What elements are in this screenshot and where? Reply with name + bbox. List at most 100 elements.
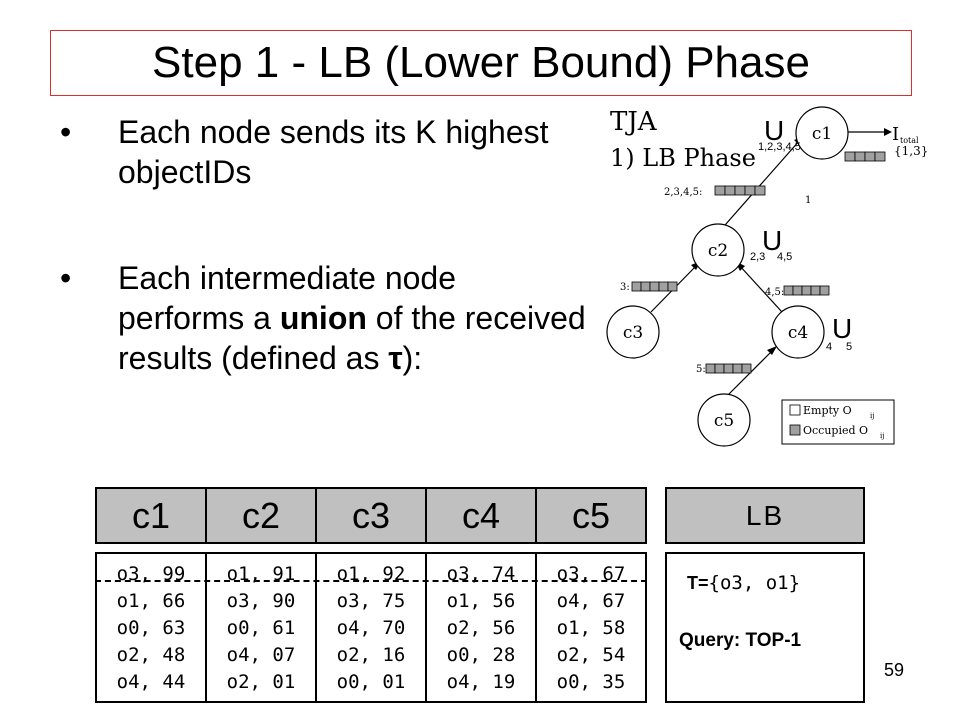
union-sub-c2a: 2,3: [750, 251, 765, 263]
node-c5-circle: [697, 393, 751, 447]
column-c1: o3, 99 o1, 66 o0, 63 o2, 48 o4, 44: [97, 554, 207, 701]
union-sub-c4b: 5: [846, 341, 852, 353]
msg-label-from-c4: 4,5:: [765, 287, 784, 298]
msg-label-to-c1: 2,3,4,5:: [664, 187, 702, 198]
legend-occupied-swatch: [789, 424, 801, 436]
edge-c4-c2: [738, 264, 783, 313]
table-cell: o0, 61: [226, 616, 296, 639]
message-boxes: [631, 151, 886, 374]
lb-header: LB: [665, 487, 865, 544]
diagram-nodes: [606, 106, 849, 447]
union-symbol-c1: U: [764, 115, 784, 146]
bullet-item-1: • Each node sends its K highest objectID…: [60, 112, 600, 192]
node-c3-circle: [606, 305, 660, 359]
node-c4-label: c4: [788, 323, 808, 343]
table-cell: o3, 90: [226, 589, 296, 612]
bullet-item-2: • Each intermediate node performs a unio…: [60, 258, 600, 378]
edge-label: 1: [805, 195, 811, 206]
union-sub-c4a: 4: [826, 341, 832, 353]
query-label: Query: TOP-1: [679, 630, 802, 651]
tja-diagram: TJA 1) LB Phase c1 c2 c3 c4 c5 U 1,2,3,4…: [606, 106, 928, 447]
diagram-legend: Empty O ij Occupied O ij: [781, 399, 895, 445]
node-data-table: o3, 99 o1, 66 o0, 63 o2, 48 o4, 44 o1, 9…: [95, 552, 647, 703]
tau-value: {o3, o1}: [708, 572, 801, 594]
legend-occupied-label: Occupied O: [803, 424, 868, 437]
msg-label-from-c5: 5:: [696, 364, 706, 375]
header-c3: c3: [317, 489, 427, 542]
column-c2: o1, 91 o3, 90 o0, 61 o4, 07 o2, 01: [207, 554, 317, 701]
bullet-text-part-2: of the received results (defined as: [118, 300, 586, 376]
table-cell: o0, 63: [116, 616, 186, 639]
legend-empty-swatch: [789, 404, 801, 416]
header-c2: c2: [207, 489, 317, 542]
table-cell: o2, 16: [336, 643, 406, 666]
table-cell: o2, 48: [116, 643, 186, 666]
bullet-text: Each intermediate node performs a union …: [118, 258, 588, 378]
lb-result-panel: T={o3, o1} Query: TOP-1: [665, 552, 865, 703]
bullet-text-part-3: ):: [402, 340, 423, 376]
slide-number: 59: [884, 660, 905, 680]
edge-c5-c4: [724, 349, 774, 399]
table-cell: o4, 44: [116, 670, 186, 693]
msg-label-from-c3: 3:: [620, 282, 630, 293]
output-sub: total: [900, 136, 919, 145]
header-c4: c4: [427, 489, 537, 542]
table-cell: o2, 01: [226, 670, 296, 693]
bullet-text: Each node sends its K highest objectIDs: [118, 114, 549, 190]
node-header-bar: c1 c2 c3 c4 c5: [95, 487, 647, 544]
table-cell: o1, 58: [556, 616, 626, 639]
node-c2-circle: [691, 223, 745, 277]
node-c3-label: c3: [623, 323, 643, 343]
table-cell: o4, 67: [556, 589, 626, 612]
legend-empty-label: Empty O: [803, 404, 852, 417]
union-sub-c1: 1,2,3,4,5: [758, 141, 801, 153]
node-c1-circle: [795, 106, 849, 160]
title-box: Step 1 - LB (Lower Bound) Phase: [50, 30, 912, 96]
table-cell: o4, 07: [226, 643, 296, 666]
table-cell: o0, 28: [446, 643, 516, 666]
diagram-title: TJA: [610, 107, 658, 137]
union-symbol-c2: U: [762, 225, 782, 256]
table-cell: o1, 66: [116, 589, 186, 612]
slide-title: Step 1 - LB (Lower Bound) Phase: [152, 38, 810, 87]
column-c4: o3, 74 o1, 56 o2, 56 o0, 28 o4, 19: [427, 554, 537, 701]
table-cell: o2, 56: [446, 616, 516, 639]
table-cell: o1, 56: [446, 589, 516, 612]
arrowhead-icon: [884, 128, 892, 136]
bullet-text-part-1: Each intermediate node performs a: [118, 260, 456, 336]
top-k-divider: [95, 580, 647, 582]
table-cell: o3, 75: [336, 589, 406, 612]
table-cell: o1, 91: [226, 562, 296, 585]
bullet-marker: •: [60, 114, 72, 150]
node-c5-label: c5: [714, 411, 734, 431]
node-c4-circle: [771, 305, 825, 359]
tau-label: T=: [687, 573, 709, 593]
table-cell: o0, 35: [556, 670, 626, 693]
table-cell: o2, 54: [556, 643, 626, 666]
bullet-list: • Each node sends its K highest objectID…: [60, 112, 600, 416]
union-sub-c2b: 4,5: [777, 251, 792, 263]
tau-result: T={o3, o1}: [687, 572, 800, 594]
bullet-text-emphasis: union: [279, 300, 367, 336]
table-cell: o4, 19: [446, 670, 516, 693]
column-c5: o3, 67 o4, 67 o1, 58 o2, 54 o0, 35: [537, 554, 645, 701]
output-set: {1,3}: [894, 144, 928, 158]
node-c1-label: c1: [812, 124, 832, 144]
table-cell: o0, 01: [336, 670, 406, 693]
table-cell: o4, 70: [336, 616, 406, 639]
legend-empty-sub: ij: [870, 412, 874, 420]
bullet-marker: •: [60, 260, 72, 296]
table-cell: o3, 74: [446, 562, 516, 585]
arrowhead-icon: [767, 346, 777, 355]
tau-symbol: τ: [388, 340, 403, 376]
output-label: I: [892, 124, 899, 145]
table-cell: o3, 99: [116, 562, 186, 585]
header-c1: c1: [97, 489, 207, 542]
header-c5: c5: [571, 494, 611, 536]
node-c2-label: c2: [708, 241, 728, 261]
table-cell: o1, 92: [336, 562, 406, 585]
union-symbol-c4: U: [832, 313, 852, 344]
column-c3: o1, 92 o3, 75 o4, 70 o2, 16 o0, 01: [317, 554, 427, 701]
diagram-subtitle: 1) LB Phase: [610, 144, 756, 172]
legend-occupied-sub: ij: [880, 432, 884, 440]
